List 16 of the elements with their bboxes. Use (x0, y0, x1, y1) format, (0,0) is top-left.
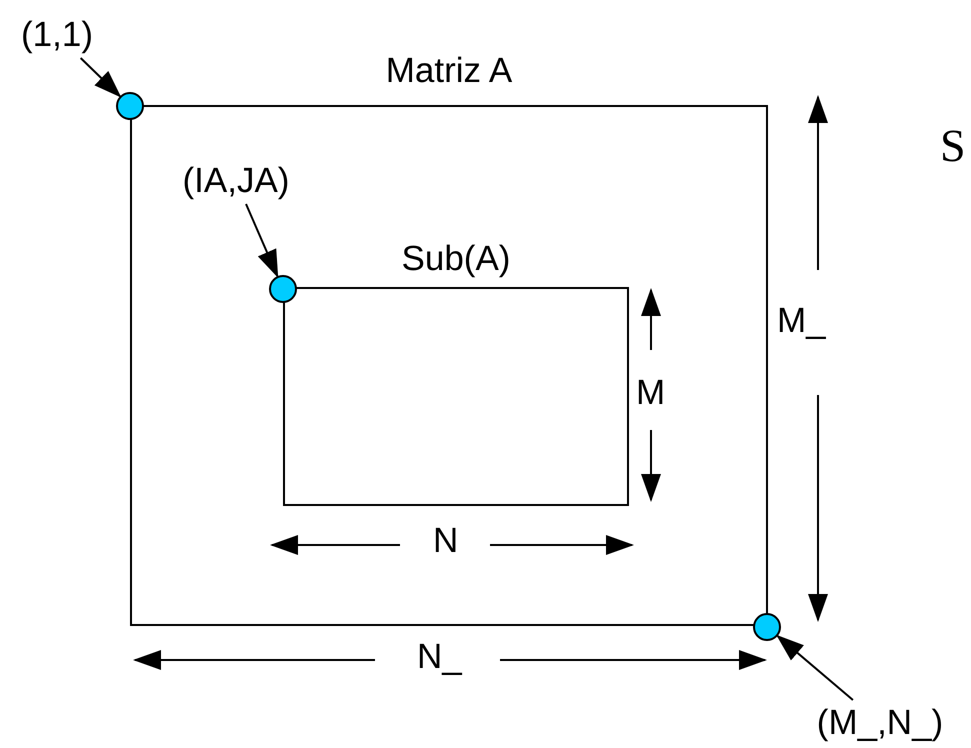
corner-point (116, 92, 144, 120)
coordinate-label: (1,1) (4, 12, 110, 58)
matrix-title: Matriz A (384, 50, 514, 92)
coordinate-label: (IA,JA) (160, 158, 312, 204)
corner-point (269, 275, 297, 303)
dimension-label: M (636, 372, 666, 414)
matrix-title: Sub(A) (400, 238, 512, 280)
corner-point (753, 613, 781, 641)
dimension-label: M_ (777, 300, 826, 342)
arrow (80, 57, 122, 98)
side-text: S (940, 119, 966, 173)
dimension-label: N_ (417, 636, 462, 678)
arrow (776, 634, 854, 701)
coordinate-label: (M_,N_) (793, 700, 967, 746)
arrow (245, 204, 278, 278)
dimension-label: N (433, 520, 458, 562)
